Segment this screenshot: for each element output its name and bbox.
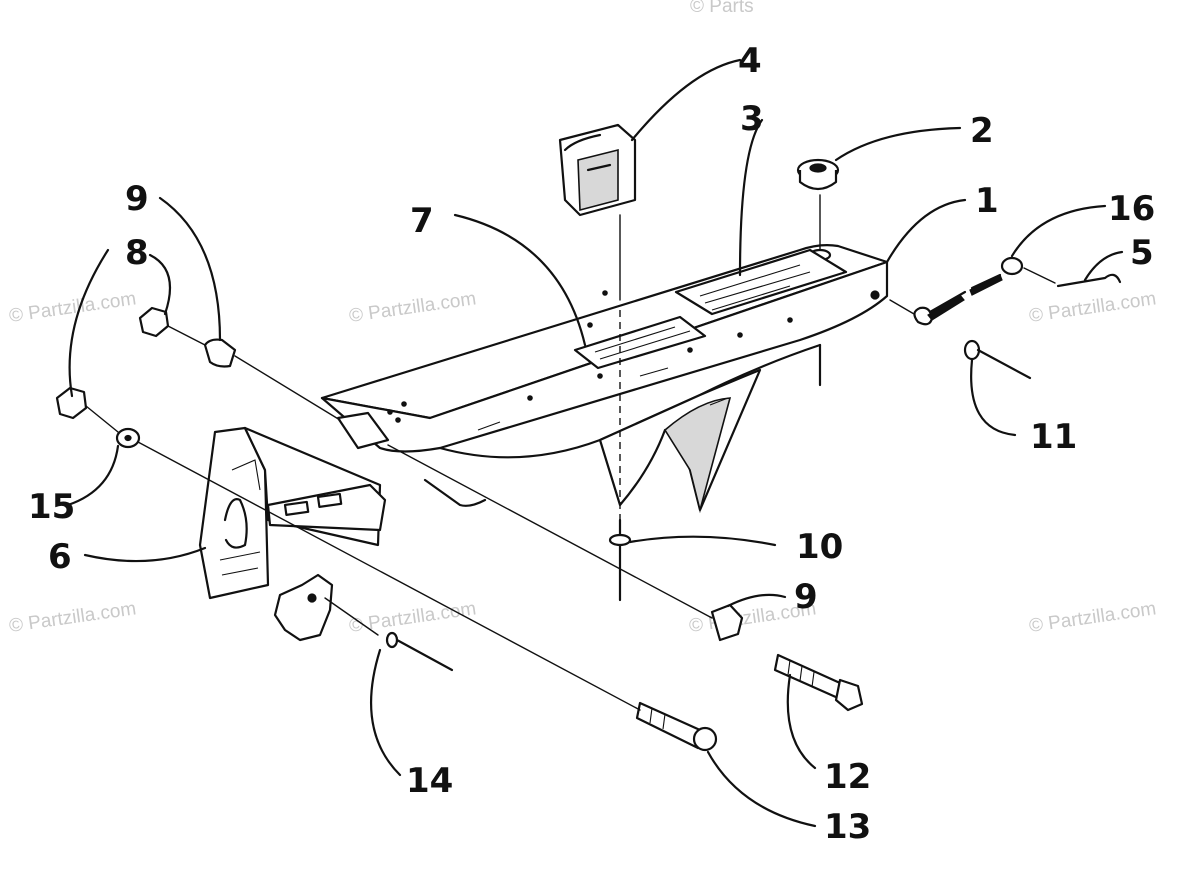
watermark: © Partzilla.com xyxy=(8,288,138,327)
assembly-lines xyxy=(85,194,1056,711)
part-4-clip xyxy=(558,123,637,217)
callout-6: 6 xyxy=(48,537,72,577)
watermark: © Partzilla.com xyxy=(8,598,138,637)
part-7-decal xyxy=(573,315,707,370)
watermark: © Partzilla.com xyxy=(1028,288,1158,327)
rivet-holes xyxy=(387,290,793,423)
callout-14: 14 xyxy=(406,761,453,801)
callout-4: 4 xyxy=(738,41,762,81)
leader-lines xyxy=(66,58,1124,828)
callout-15: 15 xyxy=(28,487,75,527)
callout-1: 1 xyxy=(975,181,999,221)
part-2-grommet xyxy=(796,158,840,191)
callout-7: 7 xyxy=(410,201,434,241)
callout-16: 16 xyxy=(1108,189,1155,229)
callout-13: 13 xyxy=(824,807,871,847)
callout-2: 2 xyxy=(970,111,994,151)
watermark: © Partzilla.com xyxy=(348,288,478,327)
part-6-mount-plate xyxy=(198,426,387,600)
callout-8-upper: 8 xyxy=(125,233,149,273)
part-14-plate xyxy=(273,573,334,642)
callout-11: 11 xyxy=(1030,417,1077,457)
callout-3: 3 xyxy=(740,99,764,139)
watermark: © Partzilla.com xyxy=(1028,598,1158,637)
callout-5: 5 xyxy=(1130,233,1154,273)
callout-labels: 1 2 3 4 5 6 7 8 9 9 10 11 12 13 14 15 16 xyxy=(28,41,1155,847)
watermark: © Partzilla.com xyxy=(348,598,478,637)
callout-12: 12 xyxy=(824,757,871,797)
callout-9-upper: 9 xyxy=(125,179,149,219)
part-3-decal xyxy=(674,248,848,316)
callout-9-lower: 9 xyxy=(794,577,818,617)
watermark-top: © Parts xyxy=(690,0,754,17)
callout-10: 10 xyxy=(796,527,843,567)
hardware xyxy=(55,256,1122,752)
